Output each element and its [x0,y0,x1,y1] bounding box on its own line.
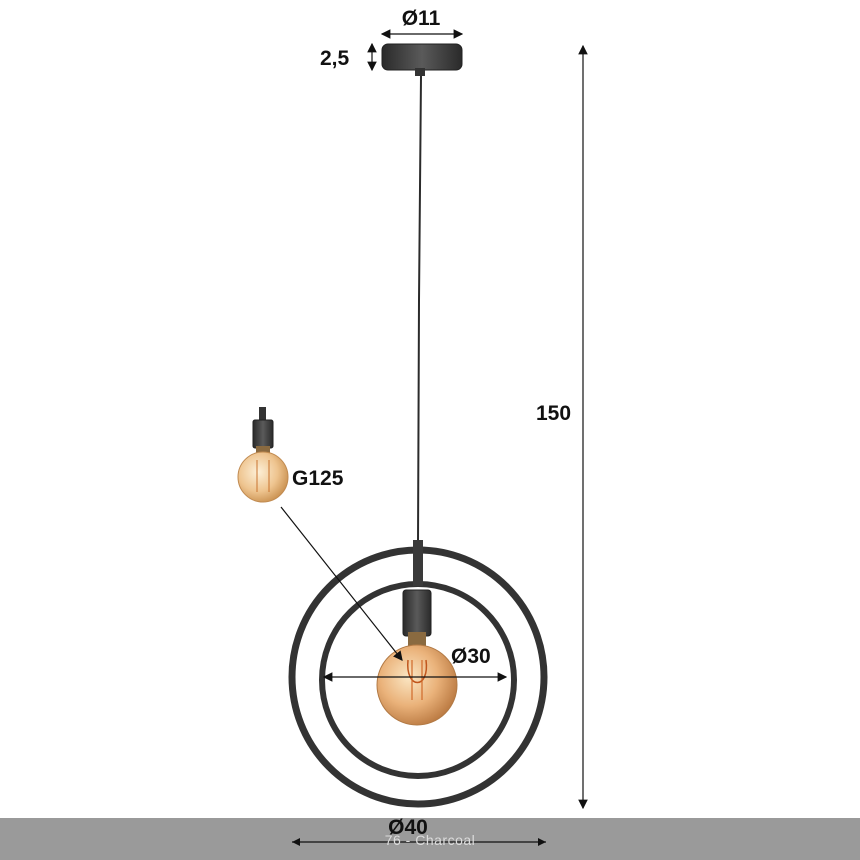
footer-caption: 76 - Charcoal [384,832,476,848]
canopy-diameter-label: Ø11 [402,7,441,30]
footer-bar [0,818,860,860]
suspension-cord [417,75,422,546]
canopy-height-label: 2,5 [320,47,350,70]
outer-ring-diameter-label: Ø40 [388,816,428,839]
ceiling-canopy [381,43,463,76]
inner-ring-diameter-label: Ø30 [451,645,491,668]
ring-hanger [413,540,423,586]
bulb-type-label: G125 [292,467,344,490]
bulb-pointer-arrow [280,506,403,661]
total-height-label: 150 [536,402,571,425]
small-bulb-illustration [237,407,289,503]
